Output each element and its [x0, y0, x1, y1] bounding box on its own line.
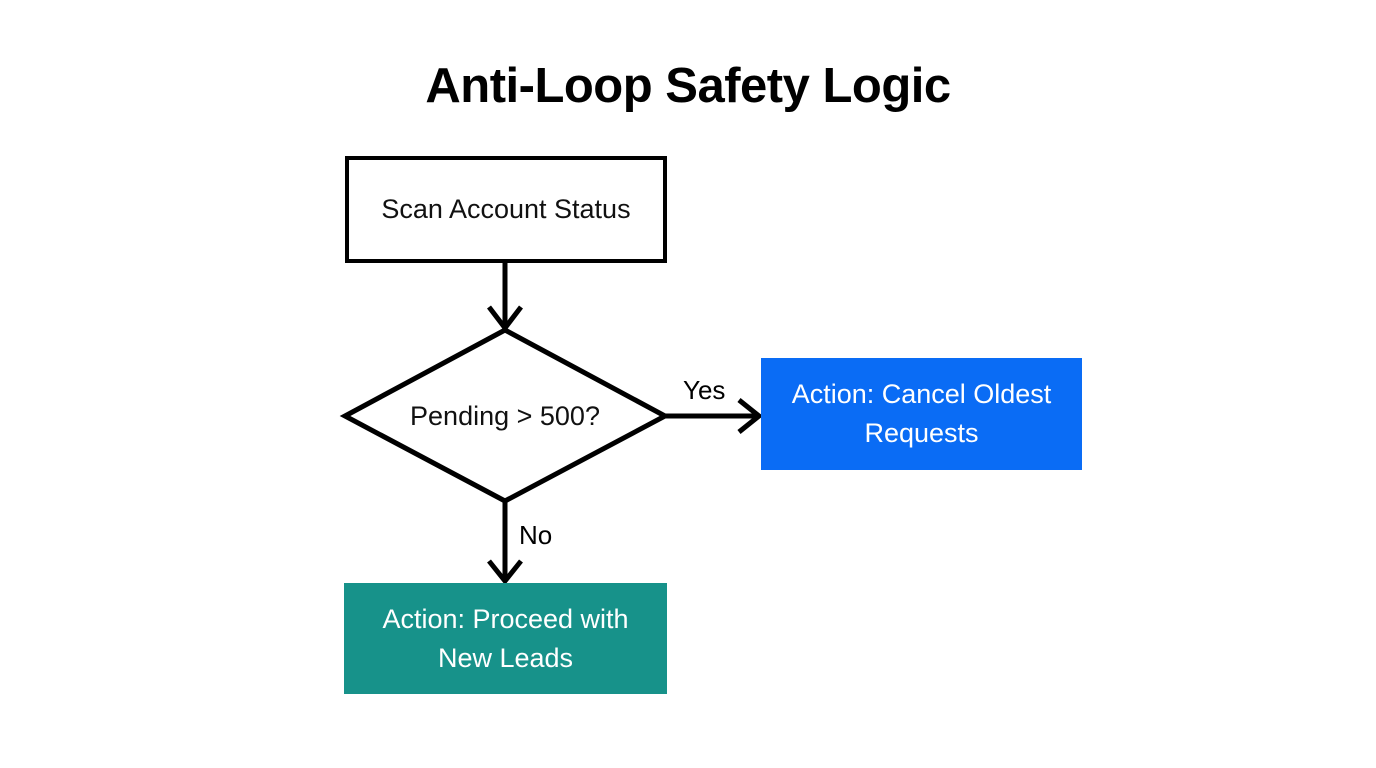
- node-decision-pending[interactable]: Pending > 500?: [345, 395, 665, 437]
- page-title: Anti-Loop Safety Logic: [425, 59, 951, 113]
- node-action-cancel-oldest-requests[interactable]: Action: Cancel Oldest Requests: [761, 358, 1082, 470]
- edge-decision-to-action-no: [487, 501, 523, 586]
- node-decision-pending-label: Pending > 500?: [410, 400, 600, 431]
- node-action-cancel-oldest-requests-label: Action: Cancel Oldest Requests: [791, 379, 1052, 448]
- edge-scan-to-decision: [487, 263, 523, 333]
- node-action-proceed-new-leads-label: Action: Proceed with New Leads: [382, 603, 629, 673]
- edge-label-yes: Yes: [683, 375, 726, 405]
- edge-label-no: No: [519, 520, 553, 550]
- node-scan-account-status-label: Scan Account Status: [381, 194, 631, 224]
- node-action-proceed-new-leads[interactable]: Action: Proceed with New Leads: [344, 583, 667, 694]
- edge-decision-to-action-yes: [665, 398, 764, 434]
- node-scan-account-status[interactable]: Scan Account Status: [345, 156, 667, 263]
